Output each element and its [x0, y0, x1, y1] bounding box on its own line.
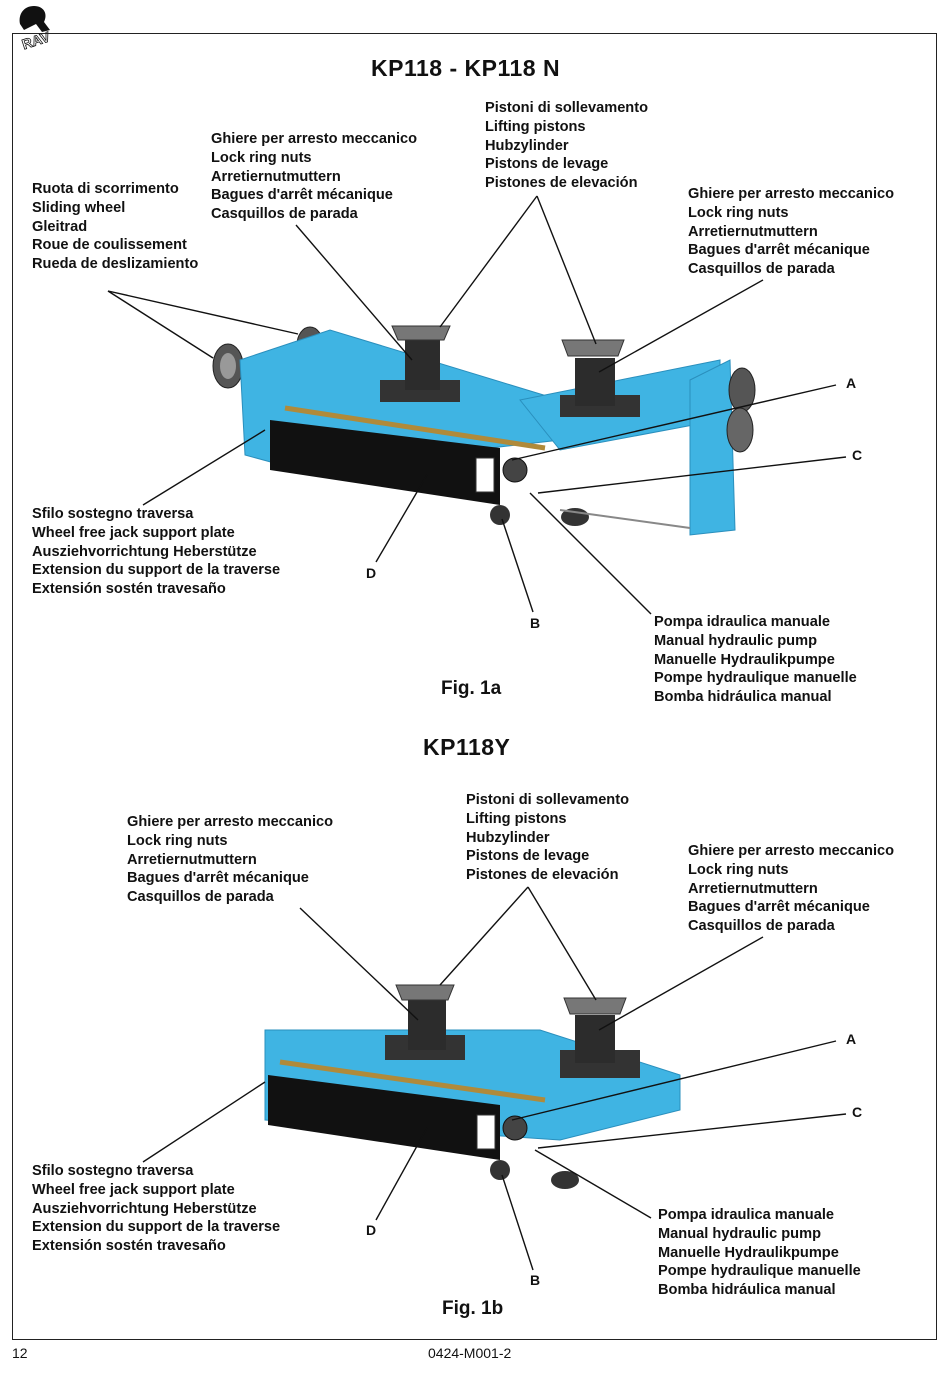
- page-number: 12: [12, 1345, 28, 1361]
- fig2-letter-c: C: [852, 1104, 863, 1120]
- rav-logo: RAV: [19, 6, 53, 52]
- fig2-extension-label: Sfilo sostegno traversa Wheel free jack …: [32, 1163, 281, 1255]
- fig1-letter-c: C: [852, 447, 863, 463]
- fig1-lock-ring-left-label: Ghiere per arresto meccanico Lock ring n…: [211, 131, 418, 223]
- fig2-caption: Fig. 1b: [442, 1298, 504, 1319]
- fig1-title: KP118 - KP118 N: [371, 55, 561, 81]
- fig2-letter-d: D: [366, 1222, 377, 1238]
- fig2-lifting-pistons-label: Pistoni di sollevamento Lifting pistons …: [466, 792, 629, 884]
- page-frame: [12, 33, 937, 1340]
- fig1-lifting-pistons-label: Pistoni di sollevamento Lifting pistons …: [485, 100, 648, 192]
- fig1-caption: Fig. 1a: [441, 678, 502, 699]
- fig1-lock-ring-right-label: Ghiere per arresto meccanico Lock ring n…: [688, 186, 895, 278]
- fig1-letter-d: D: [366, 565, 377, 581]
- fig1-pump-label: Pompa idraulica manuale Manual hydraulic…: [654, 614, 857, 706]
- fig2-letter-a: A: [846, 1031, 857, 1047]
- fig1-letter-a: A: [846, 375, 857, 391]
- fig2-lock-ring-left-label: Ghiere per arresto meccanico Lock ring n…: [127, 814, 334, 906]
- fig2-title: KP118Y: [423, 734, 511, 760]
- fig1-letter-b: B: [530, 615, 541, 631]
- fig1-sliding-wheel-label: Ruota di scorrimento Sliding wheel Gleit…: [32, 181, 199, 273]
- fig1-extension-label: Sfilo sostegno traversa Wheel free jack …: [32, 506, 281, 598]
- fig2-pump-label: Pompa idraulica manuale Manual hydraulic…: [658, 1207, 861, 1299]
- fig2-lock-ring-right-label: Ghiere per arresto meccanico Lock ring n…: [688, 843, 895, 935]
- doc-code: 0424-M001-2: [428, 1345, 512, 1361]
- fig2-letter-b: B: [530, 1272, 541, 1288]
